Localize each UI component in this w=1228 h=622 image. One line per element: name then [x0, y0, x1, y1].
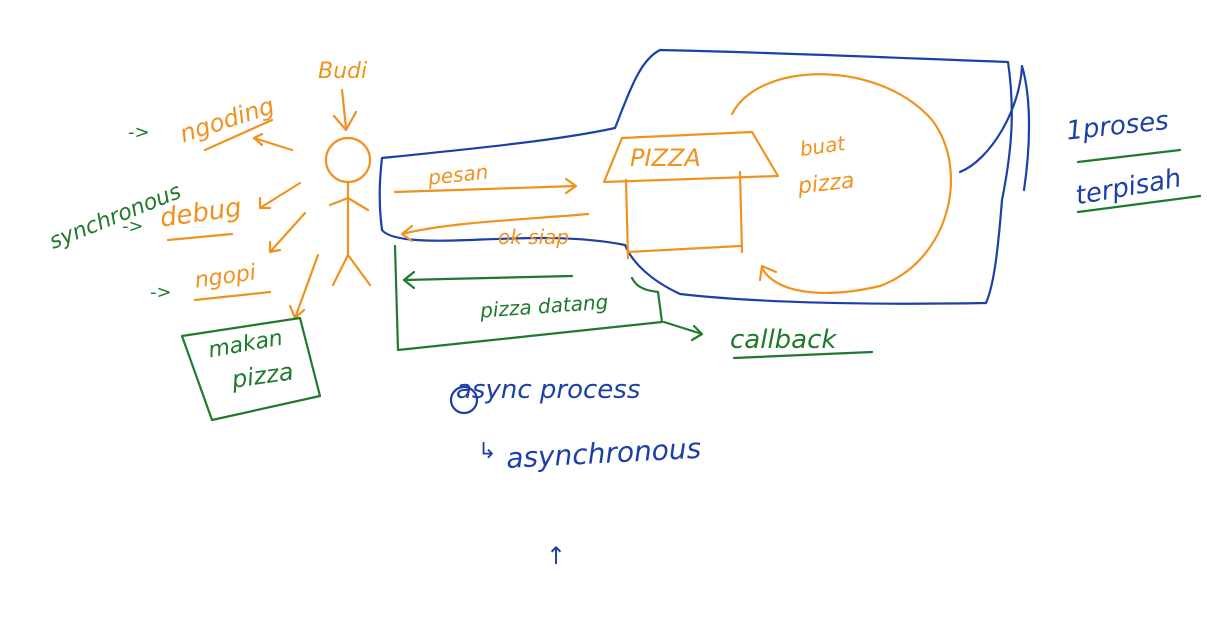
- pizza-shop-roof: [602, 130, 780, 184]
- async-process-label: async process: [456, 375, 640, 405]
- async-a-circle: [449, 385, 479, 415]
- pesan-arrow: [393, 177, 578, 195]
- asynchronous-label: asynchronous: [505, 432, 702, 475]
- ok-siap-label: ok siap: [498, 225, 569, 249]
- makan-line2: pizza: [229, 357, 295, 393]
- ngopi-label: ngopi: [193, 260, 257, 293]
- arrow-to-ngopi: [268, 211, 307, 254]
- pesan-label: pesan: [426, 160, 490, 190]
- arrow-to-makan: [288, 253, 320, 320]
- pizza-shop: PIZZA: [602, 130, 780, 260]
- pizza-datang-arrow: [402, 270, 574, 290]
- proses-line1: 1proses: [1065, 106, 1170, 147]
- debug-underline: [166, 232, 234, 242]
- async-hook-arrow: ↳: [478, 439, 496, 464]
- figure-head: [324, 136, 372, 184]
- buat-line2: pizza: [796, 168, 856, 199]
- arrow-to-ngoding: [252, 132, 294, 152]
- proses-line2: terpisah: [1073, 163, 1183, 211]
- async-notes: async process ↳ asynchronous: [449, 375, 702, 475]
- task-arrows: [252, 132, 320, 320]
- terpisah-underline: [1076, 194, 1202, 214]
- pizza-shop-walls: [624, 170, 744, 260]
- ngoding-underline: [203, 118, 274, 152]
- figure-legs: [331, 253, 372, 287]
- arrow-ngopi-mark: ->: [150, 282, 172, 303]
- up-arrow-icon: ↑: [546, 542, 566, 570]
- pizza-shop-sign: PIZZA: [630, 144, 701, 172]
- arrow-to-debug: [258, 181, 302, 210]
- separate-process-bracket: [958, 64, 1031, 192]
- makan-pizza-box: makan pizza: [180, 316, 322, 422]
- callback-arrow: [662, 320, 704, 342]
- buat-pizza-loop: [730, 73, 952, 294]
- proses-underline: [1076, 148, 1182, 164]
- figure-arms: [328, 196, 370, 212]
- ngopi-underline: [193, 290, 272, 302]
- callback-underline: [732, 350, 874, 360]
- buat-line1: buat: [798, 131, 848, 161]
- ok-siap-arrow: [400, 212, 590, 243]
- arrow-down-to-budi: [332, 88, 358, 132]
- pizza-datang-label: pizza datang: [478, 290, 609, 323]
- arrow-ngoding-mark: ->: [128, 122, 150, 143]
- pizza-datang-frame: [393, 244, 664, 352]
- callback-label: callback: [730, 325, 837, 355]
- arrow-debug-mark: ->: [122, 216, 144, 237]
- separate-process-outline: [378, 48, 1013, 305]
- stick-figure-budi: [324, 88, 372, 287]
- budi-label: Budi: [318, 59, 367, 84]
- makan-box-outline: [180, 316, 322, 422]
